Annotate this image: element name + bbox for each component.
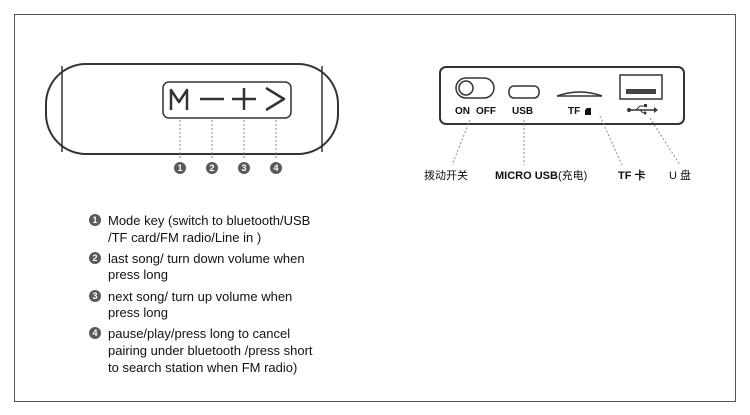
legend-3-line-2: press long	[108, 305, 168, 320]
legend-3-line-1: next song/ turn up volume when	[108, 289, 293, 304]
play-pause-key-icon	[265, 86, 286, 112]
micro-usb-port	[508, 85, 540, 99]
legend-1-line-1: Mode key (switch to bluetooth/USB	[108, 213, 311, 228]
mode-key-icon	[169, 88, 189, 110]
callout-micro-usb-bold: MICRO USB	[495, 170, 558, 182]
callout-u-disk: U 盘	[669, 170, 691, 182]
legend-badge-2: 2	[89, 252, 101, 264]
sd-card-icon	[585, 108, 591, 115]
legend-badge-4: 4	[89, 327, 101, 339]
tf-slot	[556, 91, 603, 97]
button-panel	[162, 81, 292, 119]
front-badge-1: 1	[174, 162, 186, 174]
callout-power-switch: 拨动开关	[424, 170, 468, 182]
tf-label: TF	[568, 106, 591, 117]
switch-on-label: ON	[455, 106, 470, 117]
legend-4-line-1: pause/play/press long to cancel	[108, 326, 291, 341]
front-badge-4: 4	[270, 162, 282, 174]
callout-tf-card: TF 卡	[618, 170, 646, 182]
legend-badge-3: 3	[89, 290, 101, 302]
legend-2-line-2: press long	[108, 267, 168, 282]
legend-4-line-2: pairing under bluetooth /press short	[108, 343, 313, 358]
usb-label: USB	[512, 106, 534, 117]
usb-symbol-icon	[627, 104, 658, 115]
callout-micro-usb-note: (充电)	[557, 170, 588, 182]
legend-badge-1: 1	[89, 214, 101, 226]
legend-2-line-1: last song/ turn down volume when	[108, 251, 305, 266]
callout-micro-usb: MICRO USB(充电)	[495, 167, 587, 183]
legend-1-line-2: /TF card/FM radio/Line in )	[108, 230, 262, 245]
switch-off-label: OFF	[476, 106, 496, 117]
front-badge-2: 2	[206, 162, 218, 174]
tf-label-text: TF	[568, 106, 581, 117]
usb-a-port	[619, 74, 663, 100]
front-badge-3: 3	[238, 162, 250, 174]
legend-4-line-3: to search station when FM radio)	[108, 360, 298, 375]
